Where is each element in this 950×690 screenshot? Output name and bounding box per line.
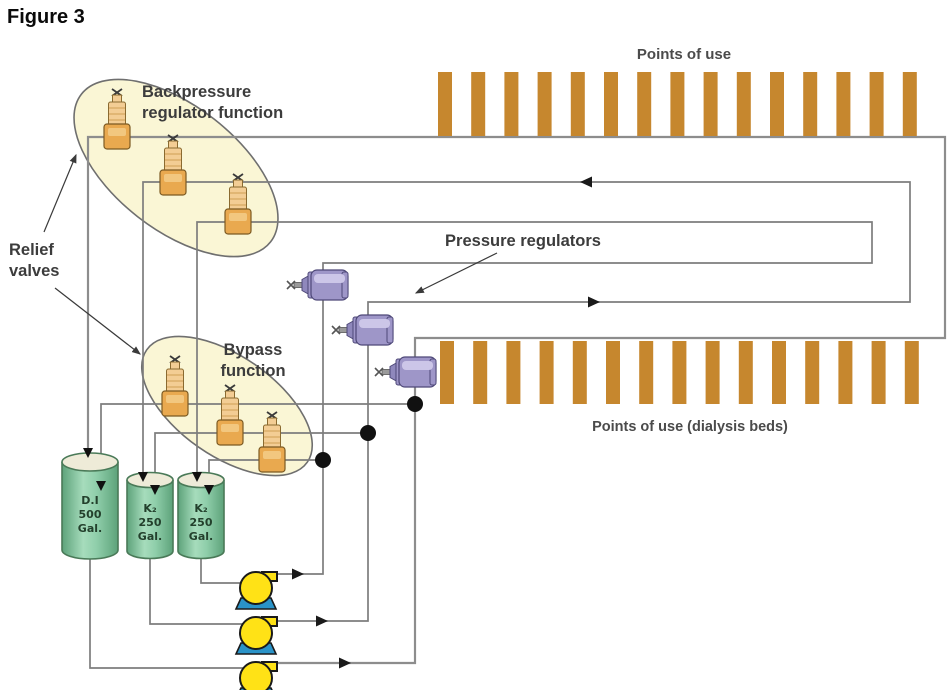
point-of-use-bar	[438, 72, 452, 136]
point-of-use-bar	[604, 72, 618, 136]
point-of-use-bar	[672, 341, 687, 404]
tank-k2-label-2: 250	[190, 516, 213, 529]
point-of-use-bar	[703, 72, 718, 136]
pipe-bypass-2	[154, 432, 368, 487]
point-of-use-bar	[705, 341, 720, 404]
pressure-regulator-1	[286, 269, 349, 301]
point-of-use-bar	[871, 341, 886, 404]
flow-arrow-right	[292, 568, 304, 580]
points-of-use-top-label: Points of use	[637, 46, 731, 63]
point-of-use-bar	[738, 341, 753, 404]
backpressure-label: Backpressure regulator function	[142, 83, 283, 122]
figure-title: Figure 3	[7, 6, 85, 28]
inlet-arrow	[192, 472, 202, 482]
relief-valves-label-line1: Relief	[9, 241, 54, 259]
pipe-tank-di-to-pump3	[89, 552, 244, 669]
tank-k1: K₂ 250 Gal.	[126, 471, 174, 560]
point-of-use-bar	[904, 341, 919, 404]
pump-2	[235, 616, 278, 655]
pipe-loop-middle	[142, 181, 911, 622]
relief-valves-label-line2: valves	[9, 262, 59, 280]
relief-valves-leader-up	[43, 153, 77, 233]
pump-3	[235, 661, 278, 690]
flow-arrow-right	[588, 296, 600, 308]
points-of-use-bottom-label: Points of use (dialysis beds)	[592, 419, 788, 435]
pipe-loop-outer	[86, 135, 947, 665]
point-of-use-bar	[440, 341, 454, 404]
pump-1	[235, 571, 278, 610]
tank-inlet-arrows	[83, 448, 214, 495]
flow-arrow-left	[580, 176, 592, 188]
inlet-arrow	[138, 472, 148, 482]
tank-di-label-3: Gal.	[78, 522, 102, 535]
pressure-regulator-2	[331, 314, 394, 346]
point-of-use-bar	[606, 341, 620, 404]
tank-di-label-1: D.I	[81, 494, 98, 507]
point-of-use-bar	[570, 72, 585, 136]
point-of-use-bar	[772, 341, 786, 404]
junction-dot	[407, 396, 423, 412]
pressure-regulators-leader	[414, 252, 498, 294]
annotation-lines	[43, 153, 498, 355]
point-of-use-bar	[506, 341, 521, 404]
point-of-use-bar	[471, 72, 486, 136]
point-of-use-bar	[537, 72, 552, 136]
flow-arrow-right	[316, 615, 328, 627]
point-of-use-bar	[836, 72, 851, 136]
tank-k1-label-1: K₂	[143, 502, 157, 515]
junction-dot	[360, 425, 376, 441]
tank-di: D.I 500 Gal.	[61, 452, 119, 560]
point-of-use-bar	[805, 341, 820, 404]
point-of-use-bar	[504, 72, 519, 136]
point-of-use-bar	[902, 72, 917, 136]
backpressure-label-line2: regulator function	[142, 104, 283, 122]
pipe-tank-k1-to-pump2	[149, 553, 244, 625]
inlet-arrow	[150, 485, 160, 495]
pressure-regulators-label: Pressure regulators	[445, 232, 601, 250]
bypass-label-line1: Bypass	[224, 341, 283, 359]
bypass-label: Bypass function	[220, 341, 285, 380]
point-of-use-bar	[670, 72, 685, 136]
point-of-use-bar	[639, 341, 654, 404]
junction-dot	[315, 452, 331, 468]
point-of-use-bar	[869, 72, 884, 136]
point-of-use-bar	[637, 72, 652, 136]
tank-di-label-2: 500	[79, 508, 102, 521]
point-of-use-bar	[770, 72, 784, 136]
tank-k2: K₂ 250 Gal.	[177, 471, 225, 560]
points-of-use-top-bars	[438, 72, 917, 136]
inlet-arrow	[83, 448, 93, 458]
bypass-label-line2: function	[220, 362, 285, 380]
point-of-use-bar	[539, 341, 554, 404]
tank-k1-label-2: 250	[139, 516, 162, 529]
pipe-loop-inner	[196, 221, 873, 575]
inlet-arrow	[96, 481, 106, 491]
flow-arrows	[292, 176, 600, 669]
point-of-use-bar	[803, 72, 818, 136]
flow-arrow-right	[339, 657, 351, 669]
tank-k1-label-3: Gal.	[138, 530, 162, 543]
pressure-regulator-3	[374, 356, 437, 388]
pipe-network	[86, 135, 947, 669]
point-of-use-bar	[572, 341, 587, 404]
point-of-use-bar	[473, 341, 488, 404]
pipe-tank-k2-to-pump1	[200, 553, 244, 584]
points-of-use-bottom-bars	[440, 341, 919, 404]
junction-dots	[315, 396, 423, 468]
backpressure-label-line1: Backpressure	[142, 83, 251, 101]
tank-k2-label-1: K₂	[194, 502, 208, 515]
relief-valves-label: Relief valves	[9, 241, 59, 280]
relief-valves-leader-down	[54, 287, 141, 355]
point-of-use-bar	[736, 72, 751, 136]
tank-k2-label-3: Gal.	[189, 530, 213, 543]
inlet-arrow	[204, 485, 214, 495]
point-of-use-bar	[838, 341, 853, 404]
